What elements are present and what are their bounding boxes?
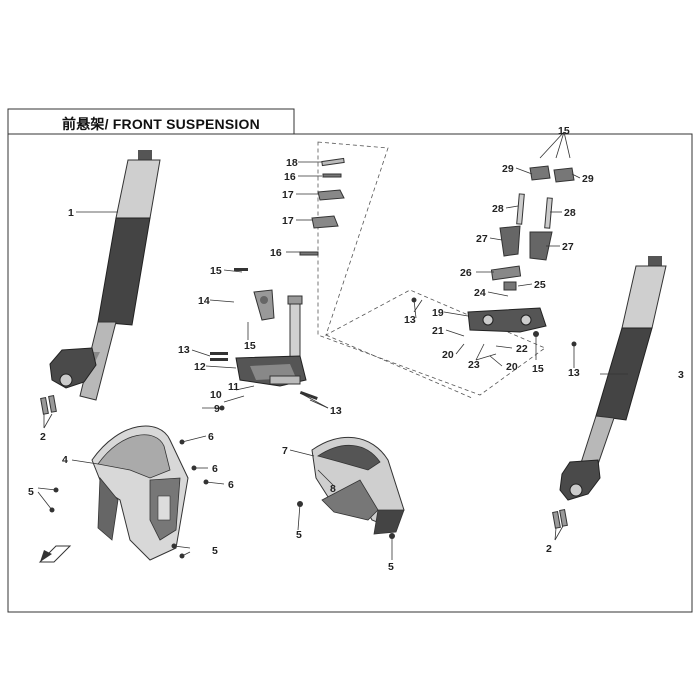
callout-4: 4 [62,454,68,466]
callout-13-a: 13 [178,344,190,356]
title-tab-border [7,108,295,134]
callout-16-a: 16 [284,171,296,183]
callout-27-b: 27 [562,241,574,253]
front-fender [91,425,189,561]
callout-29-b: 29 [582,173,594,185]
callout-11: 11 [228,381,239,393]
upper-triple-clamp [467,165,575,333]
callout-9: 9 [214,403,220,415]
callout-6-b: 6 [212,463,218,475]
callout-24: 24 [474,287,486,299]
front-direction-arrow-icon [38,545,72,563]
callout-28-a: 28 [492,203,504,215]
callout-21: 21 [432,325,444,337]
callout-8: 8 [330,483,336,495]
steering-stem [235,289,307,387]
callout-20-b: 20 [506,361,518,373]
callout-16-b: 16 [270,247,282,259]
hardware-bolts [49,268,577,559]
callout-26: 26 [460,267,472,279]
left-fork-tube [40,150,161,415]
callout-28-b: 28 [564,207,576,219]
assembly-leader [325,334,473,399]
callout-5-c: 5 [296,529,302,541]
callout-15-c: 15 [532,363,544,375]
leader-lines [37,131,628,560]
callout-1: 1 [68,207,74,219]
callout-3: 3 [678,369,684,381]
callout-19: 19 [432,307,444,319]
callout-15-a: 15 [210,265,222,277]
callout-12: 12 [194,361,206,373]
callout-5-b: 5 [212,545,218,557]
callout-18: 18 [286,157,298,169]
callout-22: 22 [516,343,528,355]
callout-5-d: 5 [388,561,394,573]
diagram-border [7,133,693,613]
callout-6-a: 6 [208,431,214,443]
callout-5-a: 5 [28,486,34,498]
callout-17-b: 17 [282,215,294,227]
callout-10: 10 [210,389,222,401]
callout-23: 23 [468,359,480,371]
callout-25: 25 [534,279,546,291]
right-fork-tube [552,256,667,529]
callout-labels: 1 2 2 3 4 5 5 5 5 6 6 6 7 8 9 10 11 12 1… [28,125,684,573]
callout-29-a: 29 [502,163,514,175]
callout-15-d: 15 [558,125,570,137]
callout-2-left: 2 [40,431,46,443]
callout-13-b: 13 [330,405,342,417]
callout-17-a: 17 [282,189,294,201]
callout-2-right: 2 [546,543,552,555]
callout-13-d: 13 [568,367,580,379]
callout-14: 14 [198,295,210,307]
callout-20-a: 20 [442,349,454,361]
callout-13-c: 13 [404,314,416,326]
callout-15-b: 15 [244,340,256,352]
callout-7: 7 [282,445,288,457]
bearing-stack [299,157,345,256]
inner-fender [311,436,405,535]
callout-6-c: 6 [228,479,234,491]
callout-27-a: 27 [476,233,488,245]
diagram-title: 前悬架/ FRONT SUSPENSION [62,116,260,132]
